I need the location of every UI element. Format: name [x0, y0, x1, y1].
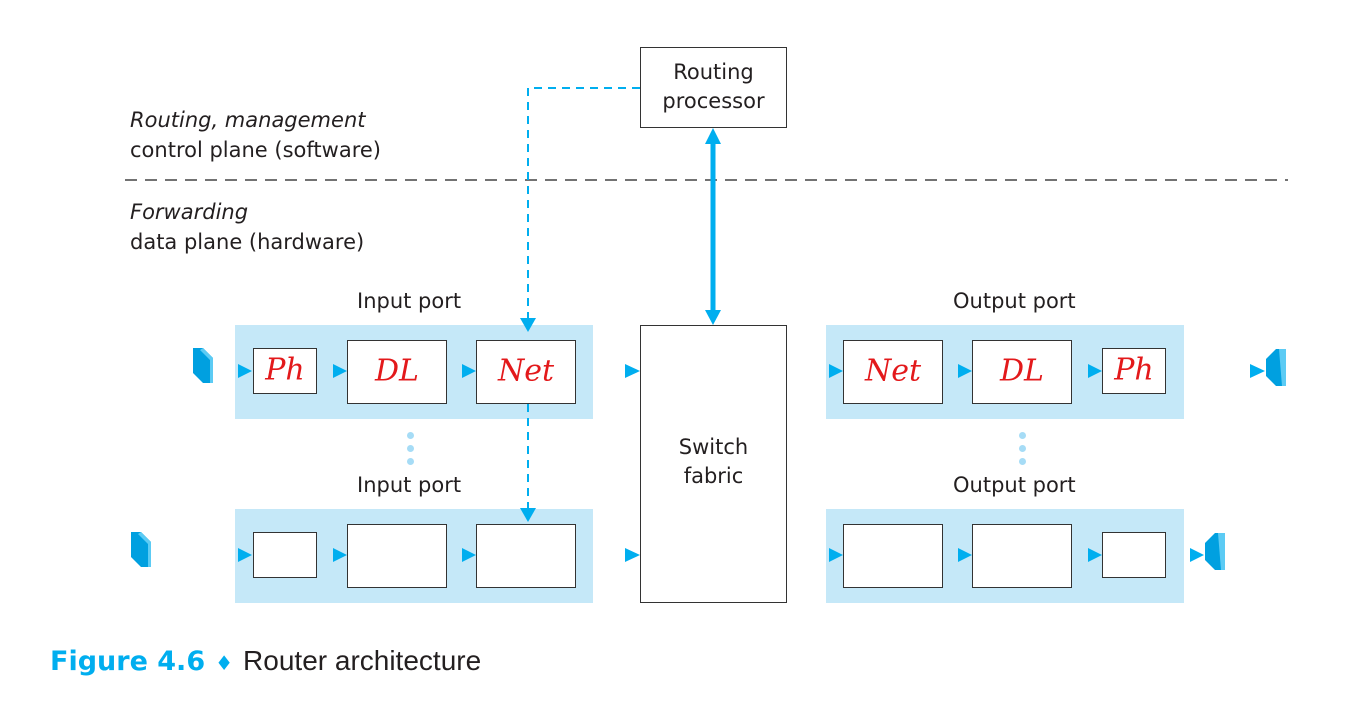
data-plane-title: Forwarding — [130, 200, 249, 224]
input-port-1-physical-layer[interactable]: Ph — [253, 348, 317, 394]
output-port-1-link-layer[interactable]: DL — [972, 340, 1072, 404]
control-arrowhead-2 — [520, 508, 536, 522]
arrowhead — [333, 364, 347, 378]
control-dashed-line-1 — [527, 87, 640, 326]
arrowhead — [462, 548, 476, 562]
arrowhead — [462, 364, 476, 378]
control-arrowhead-1 — [520, 318, 536, 332]
input-port-2-physical-layer[interactable] — [253, 532, 317, 578]
arrowhead — [1190, 548, 1204, 562]
output-port-2-label: Output port — [953, 473, 1076, 497]
processor-fabric-arrowhead-down — [705, 310, 721, 325]
handwritten-annotation: Ph — [265, 352, 305, 388]
routing-processor-line2: processor — [662, 89, 765, 113]
arrowhead — [1088, 364, 1102, 378]
handwritten-annotation: Net — [864, 353, 922, 389]
input-port-1-link-layer[interactable]: DL — [347, 340, 447, 404]
data-plane-subtitle: data plane (hardware) — [130, 230, 365, 254]
link-connector-icon-out2 — [1205, 533, 1225, 570]
input-ports-ellipsis — [407, 432, 415, 471]
switch-fabric[interactable]: Switch fabric — [640, 325, 787, 603]
arrowhead — [333, 548, 347, 562]
arrowhead — [238, 364, 252, 378]
handwritten-annotation: DL — [1000, 353, 1044, 389]
arrowhead — [1088, 548, 1102, 562]
link-connector-icon-in1 — [193, 348, 213, 383]
arrowhead — [829, 548, 843, 562]
input-port-1-label: Input port — [357, 289, 462, 313]
input-port-1-lookup-forwarding[interactable]: Net — [476, 340, 576, 404]
output-ports-ellipsis — [1019, 432, 1027, 471]
output-port-1-label: Output port — [953, 289, 1076, 313]
control-plane-title: Routing, management — [130, 108, 366, 132]
arrowhead — [1250, 364, 1265, 378]
output-port-2-queuing[interactable] — [843, 524, 943, 588]
output-port-2-link-layer[interactable] — [972, 524, 1072, 588]
arrowhead — [238, 548, 252, 562]
link-connector-icon-out1 — [1266, 349, 1286, 386]
routing-processor-line1: Routing — [673, 60, 754, 84]
input-port-2-link-layer[interactable] — [347, 524, 447, 588]
control-plane-subtitle: control plane (software) — [130, 138, 381, 162]
link-connector-icon-in2 — [131, 532, 151, 567]
handwritten-annotation: Net — [497, 353, 555, 389]
figure-number: Figure 4.6 — [50, 646, 206, 677]
routing-processor[interactable]: Routing processor — [640, 47, 787, 128]
arrowhead — [625, 548, 640, 562]
output-port-2-physical-layer[interactable] — [1102, 532, 1166, 578]
output-port-1-physical-layer[interactable]: Ph — [1102, 348, 1166, 394]
handwritten-annotation: Ph — [1114, 352, 1154, 388]
input-port-2-lookup-forwarding[interactable] — [476, 524, 576, 588]
arrowhead — [958, 548, 972, 562]
switch-fabric-line1: Switch — [678, 435, 749, 459]
figure-caption: Figure 4.6 ♦ Router architecture — [50, 645, 481, 677]
processor-fabric-arrowhead-up — [705, 128, 721, 144]
caption-separator-icon: ♦ — [215, 651, 234, 675]
output-port-1-queuing[interactable]: Net — [843, 340, 943, 404]
arrowhead — [958, 364, 972, 378]
arrowhead — [625, 364, 640, 378]
arrowhead — [829, 364, 843, 378]
switch-fabric-line2: fabric — [683, 464, 744, 488]
handwritten-annotation: DL — [375, 353, 419, 389]
input-port-2-label: Input port — [357, 473, 462, 497]
figure-title: Router architecture — [243, 645, 482, 676]
